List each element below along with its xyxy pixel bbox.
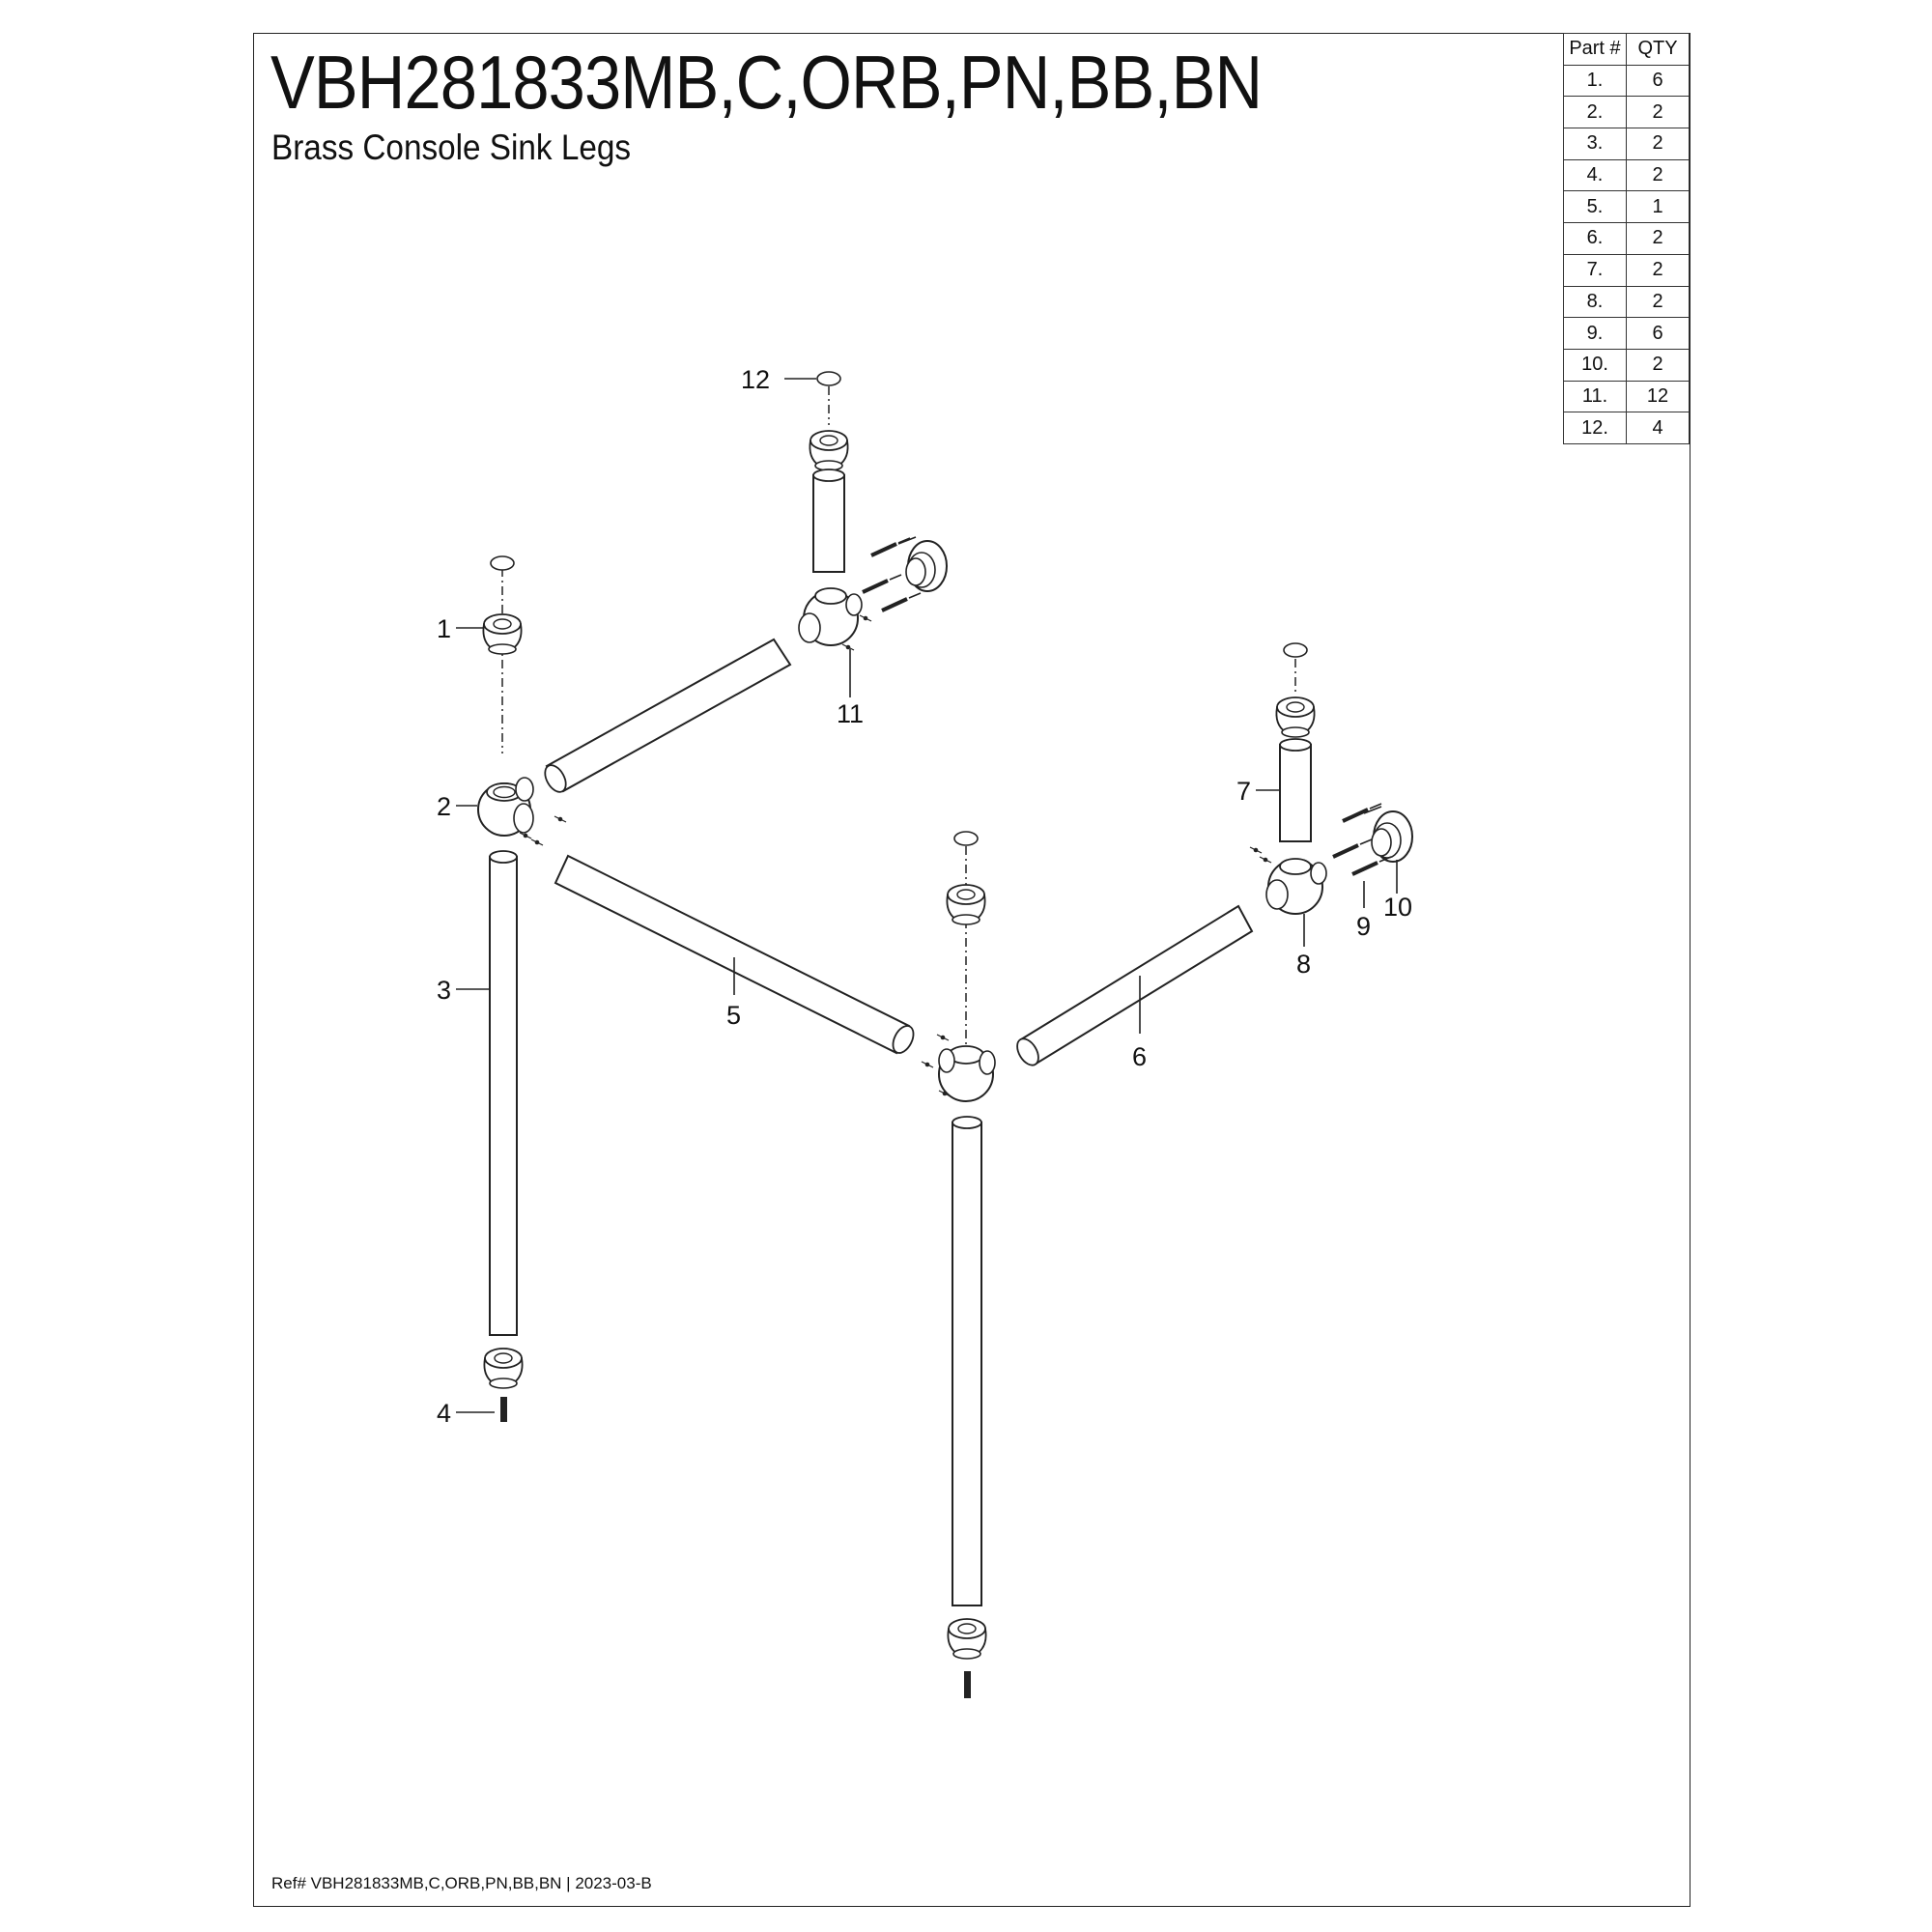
part-number: 3. bbox=[1563, 128, 1627, 160]
part-qty: 2 bbox=[1626, 222, 1690, 255]
front-rail-pipe-part-5 bbox=[554, 854, 915, 1055]
set-screw bbox=[936, 1034, 950, 1041]
part-qty: 12 bbox=[1626, 380, 1690, 413]
cap-part-12 bbox=[816, 371, 841, 386]
part-qty: 1 bbox=[1626, 190, 1690, 224]
callout-10: 10 bbox=[1383, 893, 1412, 922]
foot-finial-left bbox=[483, 1348, 524, 1389]
short-pipe-back bbox=[812, 474, 845, 573]
callout-9: 9 bbox=[1356, 912, 1371, 941]
part-qty: 2 bbox=[1626, 96, 1690, 129]
wall-screw bbox=[880, 591, 923, 612]
back-left-rail-pipe bbox=[544, 638, 792, 793]
set-screw bbox=[921, 1061, 934, 1068]
cap-right bbox=[1283, 642, 1308, 658]
right-leg-assembly bbox=[1249, 642, 1413, 947]
parts-table-row: 11.12 bbox=[1563, 380, 1690, 413]
part-number: 5. bbox=[1563, 190, 1627, 224]
wall-flange-back bbox=[905, 540, 948, 592]
short-pipe-part-7 bbox=[1279, 744, 1312, 842]
wall-screw bbox=[869, 536, 912, 557]
part-number: 4. bbox=[1563, 158, 1627, 192]
set-screw bbox=[1259, 856, 1272, 864]
part-number: 11. bbox=[1563, 380, 1627, 413]
page-subtitle: Brass Console Sink Legs bbox=[271, 128, 632, 167]
set-screw bbox=[1249, 846, 1263, 854]
finial-part-1-left bbox=[482, 613, 523, 655]
long-leg-pipe-part-3 bbox=[489, 856, 518, 1336]
back-hub bbox=[798, 587, 863, 646]
part-number: 7. bbox=[1563, 253, 1627, 287]
drawing-frame bbox=[253, 33, 1690, 1907]
parts-table-row: 4.2 bbox=[1563, 158, 1690, 192]
parts-table-row: 7.2 bbox=[1563, 253, 1690, 287]
finial-part-1-front bbox=[946, 884, 986, 925]
wall-flange-part-10 bbox=[1371, 810, 1413, 863]
parts-table-row: 12.4 bbox=[1563, 412, 1690, 444]
callout-1: 1 bbox=[437, 614, 451, 643]
parts-table-row: 2.2 bbox=[1563, 96, 1690, 129]
part-qty: 6 bbox=[1626, 317, 1690, 350]
callout-7: 7 bbox=[1236, 777, 1251, 806]
foot-finial-front bbox=[947, 1618, 987, 1660]
parts-table-row: 8.2 bbox=[1563, 285, 1690, 319]
set-screw bbox=[519, 832, 532, 839]
set-screw bbox=[841, 643, 855, 651]
part-qty: 2 bbox=[1626, 253, 1690, 287]
part-qty: 2 bbox=[1626, 285, 1690, 319]
parts-table-header-qty: QTY bbox=[1626, 33, 1690, 66]
front-leg-assembly bbox=[921, 831, 996, 1698]
page-title: VBH281833MB,C,ORB,PN,BB,BN bbox=[270, 40, 1263, 125]
corner-hub-part-2 bbox=[477, 777, 534, 837]
callout-6: 6 bbox=[1132, 1042, 1147, 1071]
callout-11: 11 bbox=[837, 699, 864, 728]
wall-screw bbox=[861, 573, 903, 594]
callout-5: 5 bbox=[726, 1001, 741, 1030]
part-qty: 4 bbox=[1626, 412, 1690, 444]
left-leg-assembly bbox=[477, 555, 567, 1422]
part-qty: 6 bbox=[1626, 64, 1690, 98]
parts-table: Part # QTY 1.6 2.2 3.2 4.2 5.1 6.2 7.2 8… bbox=[1563, 33, 1690, 444]
cap-front bbox=[953, 831, 979, 846]
callout-8: 8 bbox=[1296, 950, 1311, 979]
part-number: 12. bbox=[1563, 412, 1627, 444]
set-screw bbox=[530, 838, 544, 846]
leveler-bolt-part-4 bbox=[500, 1397, 507, 1422]
parts-table-row: 5.1 bbox=[1563, 190, 1690, 224]
callout-3: 3 bbox=[437, 976, 451, 1005]
callout-12: 12 bbox=[741, 365, 770, 394]
parts-table-row: 6.2 bbox=[1563, 222, 1690, 255]
wall-hub-part-8 bbox=[1265, 858, 1327, 915]
set-screw bbox=[554, 815, 567, 823]
callout-2: 2 bbox=[437, 792, 451, 821]
back-leg-assembly bbox=[784, 371, 948, 697]
reference-footer: Ref# VBH281833MB,C,ORB,PN,BB,BN | 2023-0… bbox=[271, 1874, 652, 1892]
long-leg-pipe-front bbox=[952, 1122, 982, 1606]
part-qty: 2 bbox=[1626, 348, 1690, 382]
callout-4: 4 bbox=[437, 1399, 451, 1428]
parts-table-row: 1.6 bbox=[1563, 64, 1690, 98]
wall-screw-part-9 bbox=[1350, 855, 1393, 876]
set-screw bbox=[859, 614, 872, 622]
wall-screw bbox=[1331, 838, 1374, 859]
cap-12-left bbox=[490, 555, 515, 571]
front-hub bbox=[938, 1045, 996, 1102]
part-number: 6. bbox=[1563, 222, 1627, 255]
finial-part-1-right bbox=[1275, 696, 1316, 738]
leveler-bolt-front bbox=[964, 1671, 971, 1698]
finial-part-1-back bbox=[809, 430, 849, 471]
wall-screw bbox=[1341, 802, 1383, 823]
right-rail-pipe-part-6 bbox=[1016, 904, 1254, 1066]
